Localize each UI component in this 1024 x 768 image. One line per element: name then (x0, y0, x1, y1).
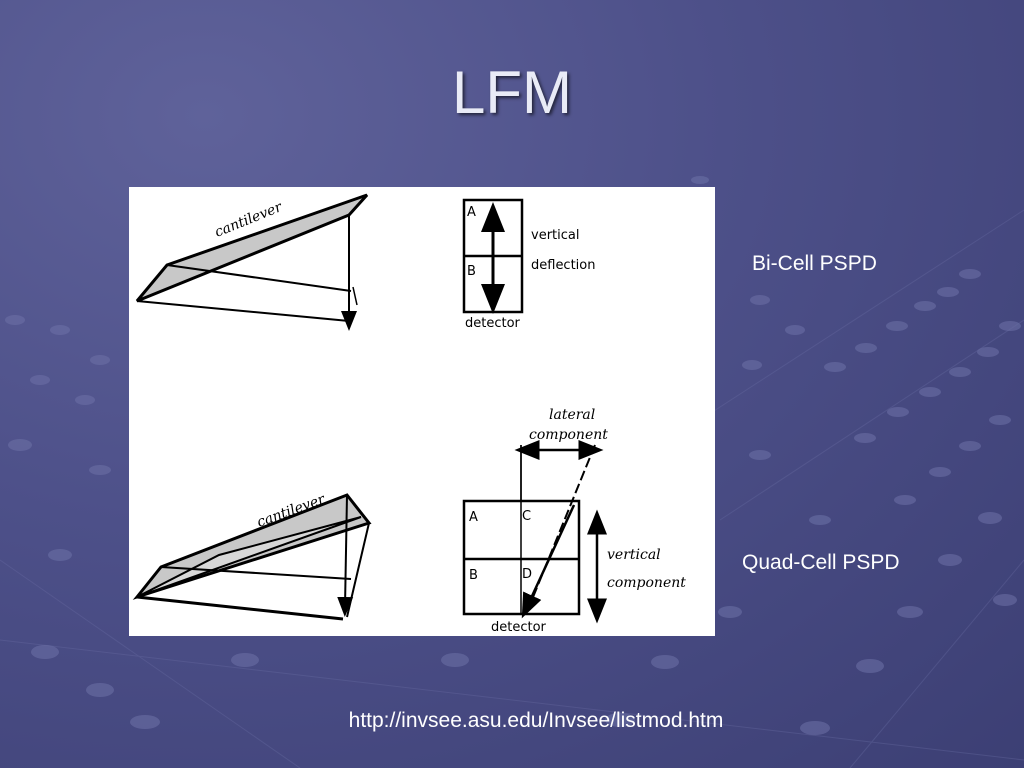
bi-cell-b-label: B (467, 264, 476, 279)
vertical-label: vertical (531, 228, 579, 243)
deflection-label: deflection (531, 258, 596, 273)
lateral-component-label: component (529, 427, 608, 443)
bottom-cantilever-drawing: cantilever (132, 491, 372, 621)
vertical-component-label: component (607, 575, 686, 591)
top-detector-label: detector (465, 316, 521, 331)
bi-cell-a-label: A (467, 205, 476, 220)
lfm-diagram: cantilever A B vertical deflection detec… (132, 193, 686, 635)
slide-title: LFM (452, 59, 572, 126)
source-url-link[interactable]: http://invsee.asu.edu/Invsee/listmod.htm (348, 709, 724, 732)
quad-cell-c-label: C (522, 509, 531, 524)
quad-cell-a-label: A (469, 510, 478, 525)
bi-cell-detector: A B vertical deflection detector (462, 198, 596, 331)
bi-cell-caption: Bi-Cell PSPD (752, 252, 877, 275)
quad-cell-caption: Quad-Cell PSPD (742, 551, 900, 574)
lateral-label: lateral (549, 407, 595, 423)
top-cantilever-drawing: cantilever (135, 193, 369, 331)
vertical-component-vertical-label: vertical (607, 547, 661, 563)
quad-cell-detector: A C B D lateral component vertical compo… (462, 407, 686, 635)
lfm-diagram-figure: cantilever A B vertical deflection detec… (129, 187, 715, 636)
quad-cell-b-label: B (469, 568, 478, 583)
quad-cell-d-label: D (522, 567, 532, 582)
bottom-detector-label: detector (491, 620, 547, 635)
